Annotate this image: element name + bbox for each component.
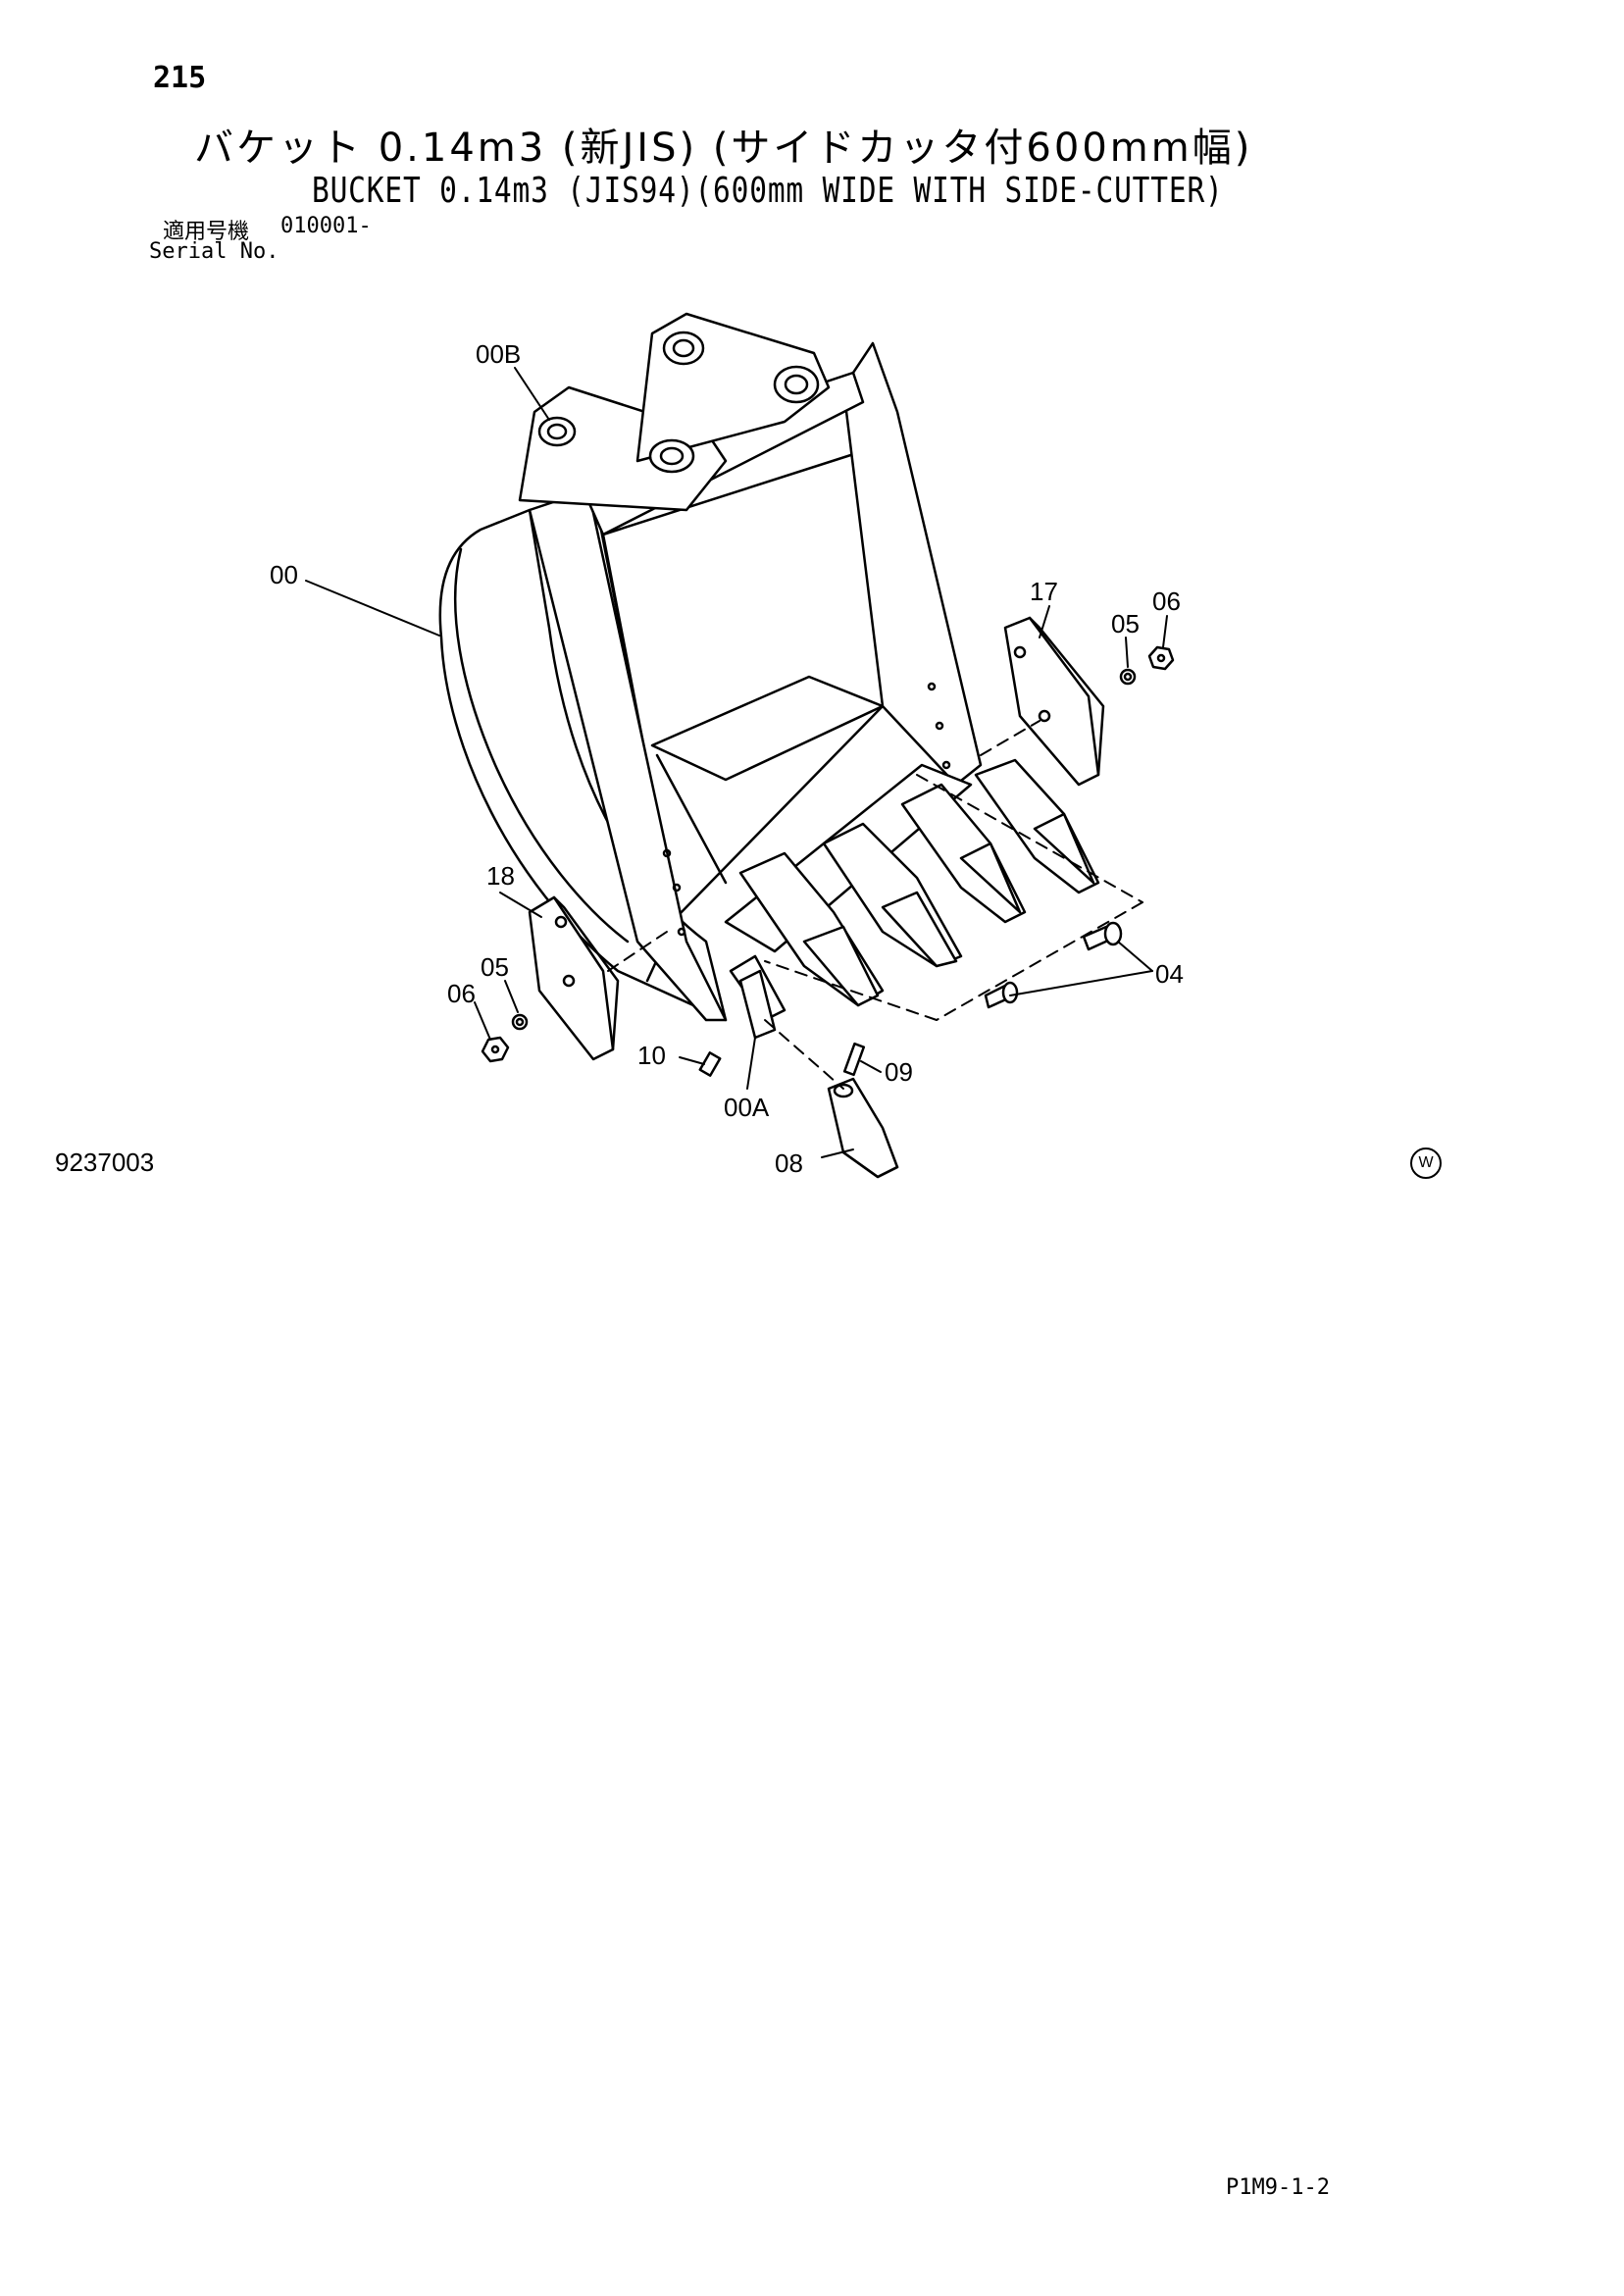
side-cutter-left: [528, 895, 620, 1061]
callout-08: 08: [775, 1148, 803, 1178]
callout-06-right: 06: [1152, 587, 1181, 616]
title-japanese: バケット 0.14m3 (新JIS) (サイドカッタ付600mm幅): [194, 126, 1253, 171]
side-cutter-right: [1003, 616, 1105, 787]
callout-05-right: 05: [1111, 609, 1140, 638]
serial-value: 010001-: [280, 214, 372, 238]
assembly-lines: [607, 720, 1143, 1090]
callout-10: 10: [637, 1041, 666, 1070]
callout-04: 04: [1155, 959, 1184, 989]
callout-17: 17: [1030, 577, 1058, 606]
callout-labels: 00B 00 17 05 06 18 05 06 04 10 00A 09 08: [270, 339, 1184, 1178]
callout-00A: 00A: [724, 1093, 770, 1122]
callout-05-left: 05: [481, 952, 509, 982]
w-mark: W: [1410, 1148, 1442, 1179]
figure-code: 9237003: [55, 1148, 155, 1177]
callout-00B: 00B: [476, 339, 521, 369]
callout-00: 00: [270, 560, 298, 589]
page-number: 215: [153, 61, 207, 95]
serial-label-english: Serial No.: [149, 239, 279, 264]
callout-18: 18: [486, 861, 515, 891]
title-english: BUCKET 0.14m3 (JIS94)(600mm WIDE WITH SI…: [312, 171, 1224, 211]
tooth-08: [827, 1077, 899, 1179]
leader-lines: [305, 367, 1168, 1158]
callout-09: 09: [885, 1057, 913, 1087]
callout-06-left: 06: [447, 979, 476, 1008]
serial-label-japanese: 適用号機: [163, 220, 250, 244]
page-reference: P1M9-1-2: [1226, 2175, 1330, 2200]
